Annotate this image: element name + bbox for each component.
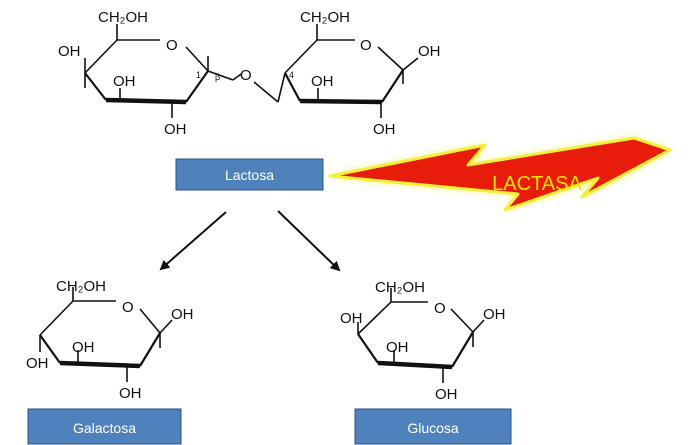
glycosidic-bond: O: [232, 67, 279, 103]
glucose-molecule: CH₂OH O OH OH OH OH Glucosa: [340, 279, 512, 445]
lactasa-enzyme-bolt: LACTASA: [328, 136, 672, 212]
lactose-carbon-4-text: 4: [289, 70, 294, 80]
glucose-oh-mid-text: OH: [386, 339, 409, 356]
galactosa-label: Galactosa: [27, 408, 182, 445]
bridge-oxygen-text: O: [240, 67, 252, 84]
glucosa-label-text: Glucosa: [407, 420, 459, 436]
lactosa-label-text: Lactosa: [225, 167, 274, 183]
glucose-ch2oh-text: CH₂OH: [375, 279, 425, 296]
galactose-oh-mid-text: OH: [72, 339, 95, 356]
lactose-gal-oh-left-text: OH: [58, 43, 81, 60]
lactose-glc-ch2oh-text: CH₂OH: [300, 9, 350, 26]
glucose-oh-bottom-text: OH: [435, 386, 458, 403]
lactose-glc-ring-o-text: O: [360, 37, 372, 54]
lactose-glc-oh-mid-text: OH: [311, 73, 334, 90]
galactosa-label-text: Galactosa: [73, 420, 136, 436]
lactose-carbon-1-text: 1: [196, 70, 201, 80]
galactose-ch2oh-text: CH₂OH: [56, 278, 106, 295]
glucosa-label: Glucosa: [354, 408, 512, 445]
galactose-oh-bottom-text: OH: [119, 385, 142, 402]
lactose-gal-ch2oh-text: CH₂OH: [98, 9, 148, 26]
lactose-glc-oh-right-text: OH: [418, 43, 441, 60]
lactasa-label-text: LACTASA: [492, 173, 582, 195]
lactose-glucose-ring: CH₂OH O OH OH OH 4: [277, 9, 441, 138]
lactose-beta-text: β: [215, 72, 220, 82]
lactose-molecule: CH₂OH O OH OH OH 1 β O CH₂OH: [58, 9, 441, 191]
glucose-ring-o-text: O: [434, 300, 446, 317]
lactose-galactose-ring: CH₂OH O OH OH OH 1 β: [58, 9, 234, 138]
lactose-gal-oh-bottom-text: OH: [164, 121, 187, 138]
lightning-bolt-icon: [328, 136, 672, 212]
glucose-oh-left-text: OH: [340, 310, 363, 327]
galactose-oh-left-text: OH: [26, 355, 49, 372]
galactose-oh-right-text: OH: [171, 306, 194, 323]
galactose-molecule: CH₂OH O OH OH OH OH Galactosa: [26, 278, 194, 445]
glucose-oh-right-text: OH: [483, 306, 506, 323]
lactosa-label: Lactosa: [175, 158, 324, 191]
arrow-to-glucose-icon: [277, 210, 341, 272]
arrow-to-galactose-icon: [159, 211, 227, 271]
lactose-gal-ring-o-text: O: [166, 37, 178, 54]
lactose-glc-oh-bottom-text: OH: [373, 121, 396, 138]
lactose-gal-oh-mid-text: OH: [113, 73, 136, 90]
galactose-ring-o-text: O: [122, 299, 134, 316]
